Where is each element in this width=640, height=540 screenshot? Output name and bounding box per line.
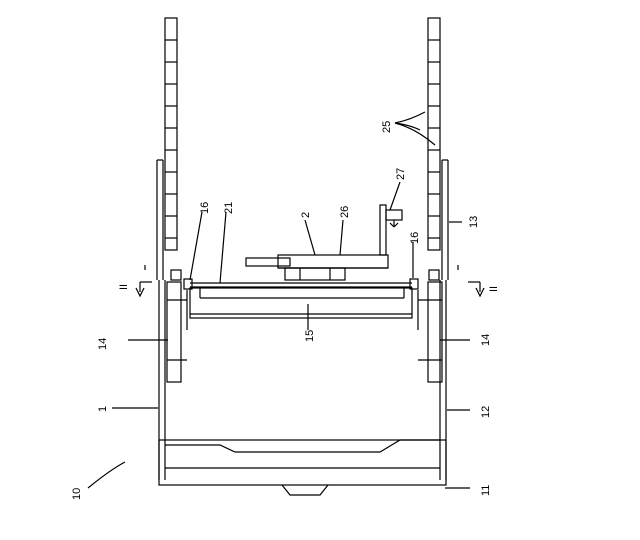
ref-2: 2 [300,212,312,218]
left-wall [157,160,165,480]
ref-11: 11 [480,485,492,496]
ref-14-left: 14 [97,338,109,350]
ref-16-right: 16 [409,232,421,244]
frame-15 [190,288,412,318]
right-rail-25 [428,18,440,250]
ref-21: 21 [223,202,235,214]
ref-1: 1 [97,406,109,412]
ref-14-right: 14 [480,334,492,346]
ref-13: 13 [468,216,480,228]
ref-27: 27 [395,168,407,180]
right-wall [440,160,448,480]
right-bracket-14 [418,270,442,382]
unit-2 [246,205,402,280]
ref-26: 26 [339,206,351,218]
body-11 [159,440,446,495]
section-right-label: II [488,286,500,292]
ref-16-left: 16 [199,202,211,214]
leader-lines [88,112,470,488]
ref-10: 10 [71,488,83,500]
left-rail [165,18,177,250]
section-left-label: II [118,284,130,290]
ref-25: 25 [381,121,393,133]
ref-12: 12 [480,406,492,418]
ref-15: 15 [304,330,316,342]
